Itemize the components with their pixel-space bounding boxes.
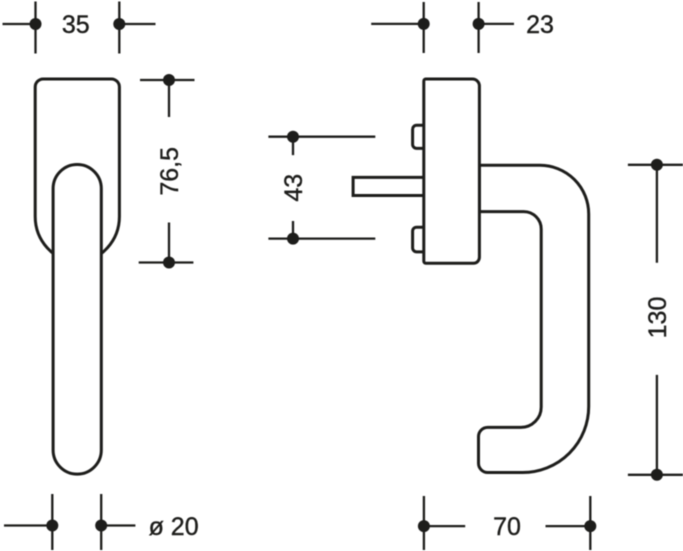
- svg-text:43: 43: [280, 174, 308, 202]
- svg-text:76,5: 76,5: [156, 147, 184, 196]
- svg-text:70: 70: [493, 513, 521, 541]
- svg-text:ø 20: ø 20: [149, 513, 199, 541]
- svg-text:23: 23: [526, 11, 554, 39]
- svg-text:35: 35: [62, 11, 90, 39]
- svg-text:130: 130: [644, 297, 672, 339]
